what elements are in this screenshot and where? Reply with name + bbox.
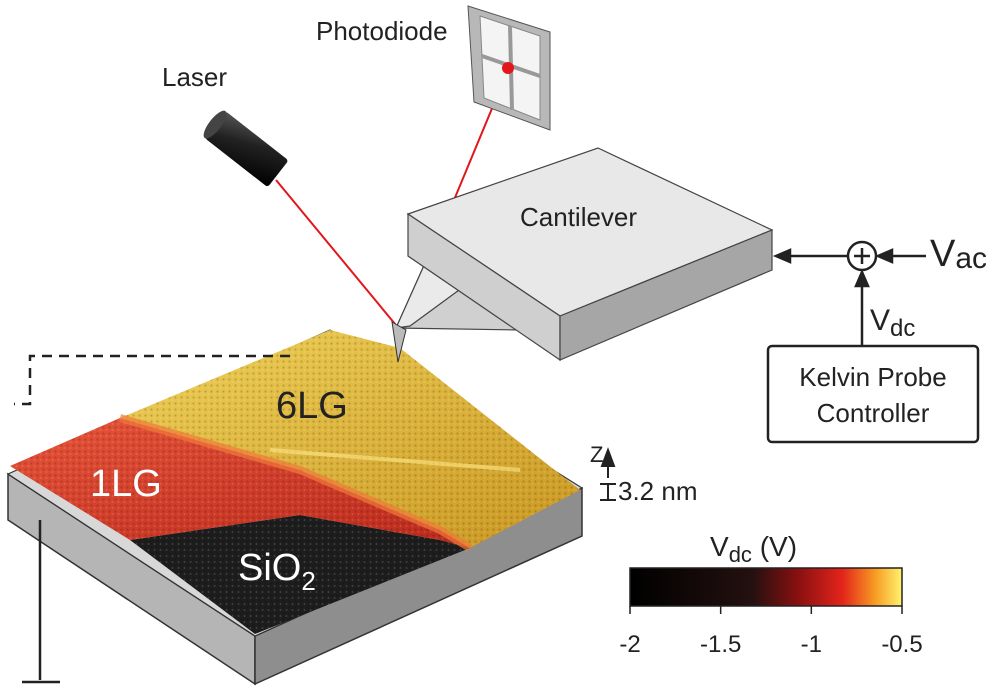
colorbar-title: Vdc (V)	[710, 531, 797, 567]
v-ac-label: Vac	[930, 233, 986, 275]
z-axis-label: Z	[590, 442, 603, 467]
ground-symbol	[22, 520, 60, 684]
colorbar-tick-label: -0.5	[881, 631, 922, 658]
laser-label: Laser	[162, 62, 227, 92]
label-6lg: 6LG	[276, 385, 348, 427]
cantilever	[391, 147, 774, 363]
kelvin-controller-box	[766, 344, 980, 444]
colorbar-gradient	[629, 567, 903, 607]
label-1lg: 1LG	[90, 463, 162, 505]
photodiode	[467, 5, 551, 131]
colorbar: Vdc (V) -2 -1.5 -1 -0.5	[619, 531, 922, 658]
dashed-outline	[14, 354, 290, 406]
photodiode-label: Photodiode	[316, 16, 448, 46]
circuit	[766, 240, 980, 444]
z-scale-label: 3.2 nm	[618, 476, 698, 506]
v-dc-label: Vdc	[870, 304, 915, 342]
label-sio2: SiO2	[238, 547, 316, 596]
colorbar-tick-label: -1	[801, 631, 822, 658]
colorbar-tick-label: -2	[619, 631, 640, 658]
kelvin-line1: Kelvin Probe	[799, 362, 946, 392]
cantilever-label: Cantilever	[520, 202, 637, 232]
colorbar-tick-label: -1.5	[700, 631, 741, 658]
z-scale-indicator	[600, 447, 616, 501]
laser-source	[203, 110, 288, 187]
laser-spot	[502, 62, 514, 74]
sample-block: 6LG 1LG SiO2	[6, 329, 584, 686]
colorbar-ticks: -2 -1.5 -1 -0.5	[619, 606, 923, 658]
kelvin-line2: Controller	[817, 398, 930, 428]
cantilever-tip	[391, 321, 407, 363]
